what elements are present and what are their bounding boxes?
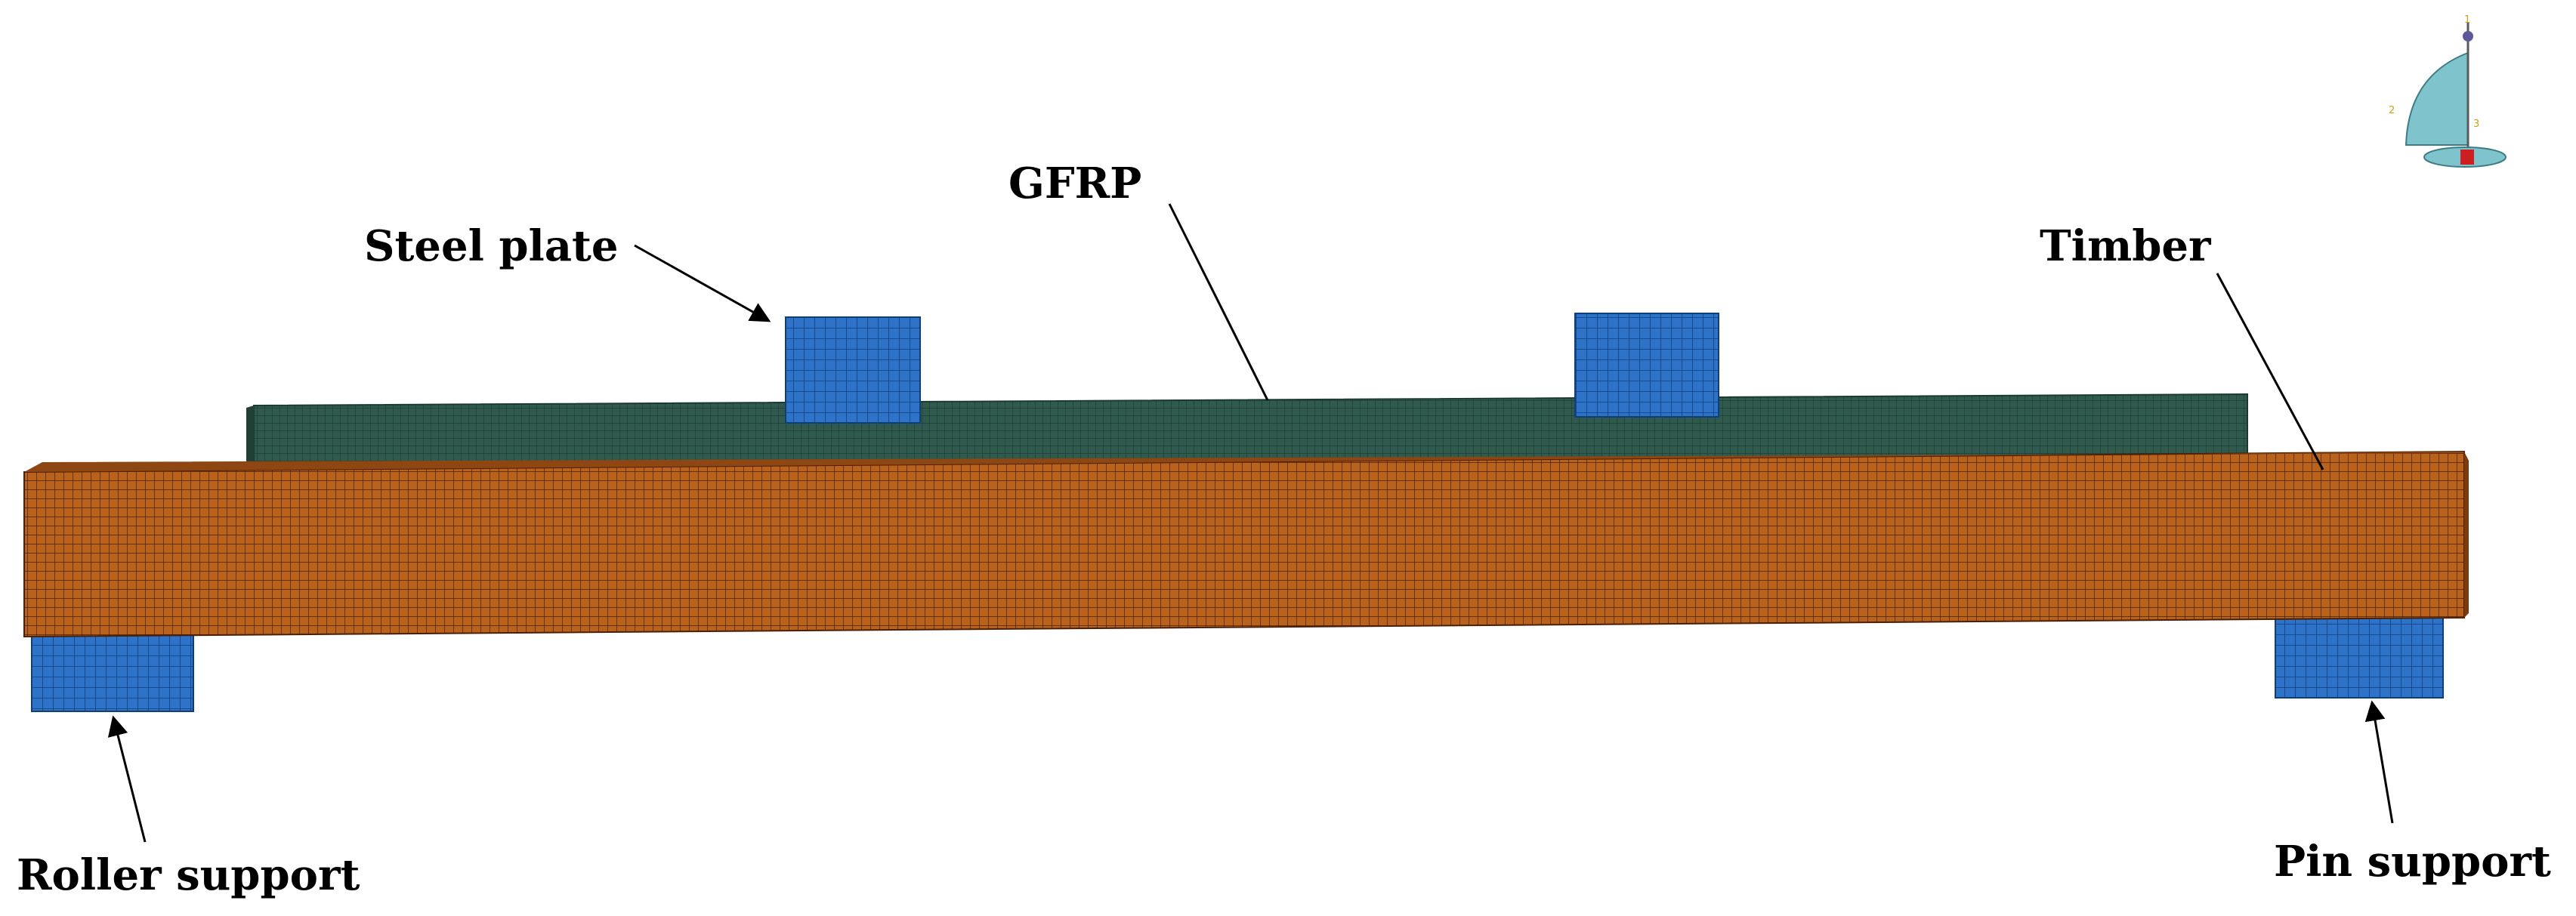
steel-plate-leader [634,244,771,322]
triad-axis-3: 3 [2473,119,2479,130]
pin-support-label: Pin support [2274,837,2551,887]
roller-support-label: Roller support [17,850,360,900]
steel-plate-right [1574,313,1719,418]
triad-axis-1: 1 [2464,14,2470,26]
orientation-triad: 1 2 3 [2389,14,2507,168]
pin-support-leader [2364,700,2394,824]
pin-support-block [2275,617,2444,699]
steel-plate-label: Steel plate [364,221,619,271]
timber-leader [2216,273,2324,470]
steel-plate-left [785,316,921,424]
timber-label: Timber [2040,221,2212,271]
timber-member [23,450,2469,638]
gfrp-leader [1168,203,1269,401]
gfrp-label: GFRP [1008,159,1141,208]
roller-support-leader [107,715,147,843]
triad-axis-2: 2 [2389,105,2395,116]
